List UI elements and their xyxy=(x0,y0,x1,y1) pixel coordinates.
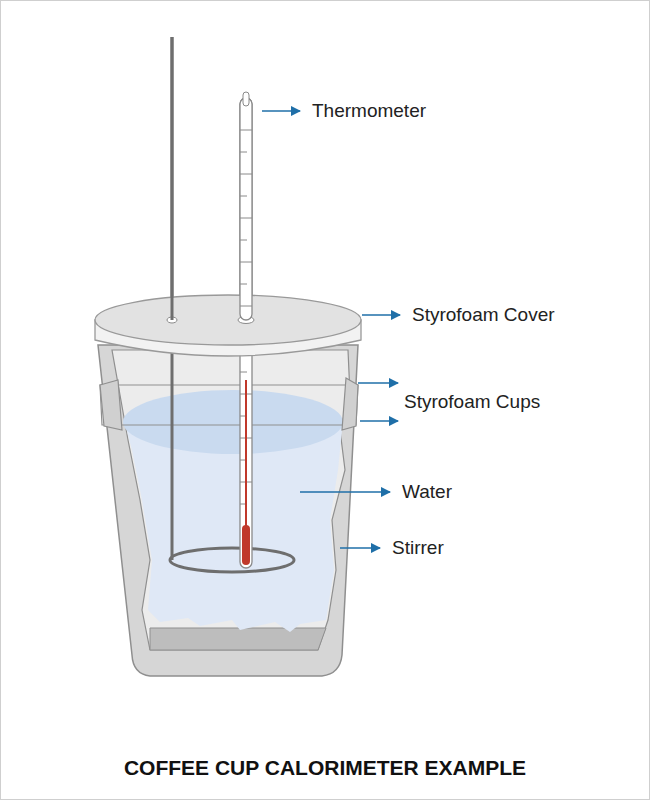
diagram-title: COFFEE CUP CALORIMETER EXAMPLE xyxy=(0,756,650,780)
stirrer-label: Stirrer xyxy=(392,537,444,560)
thermometer-label: Thermometer xyxy=(312,100,426,123)
water-label: Water xyxy=(402,481,452,504)
cups-label: Styrofoam Cups xyxy=(404,391,540,414)
cover-label: Styrofoam Cover xyxy=(412,304,555,327)
